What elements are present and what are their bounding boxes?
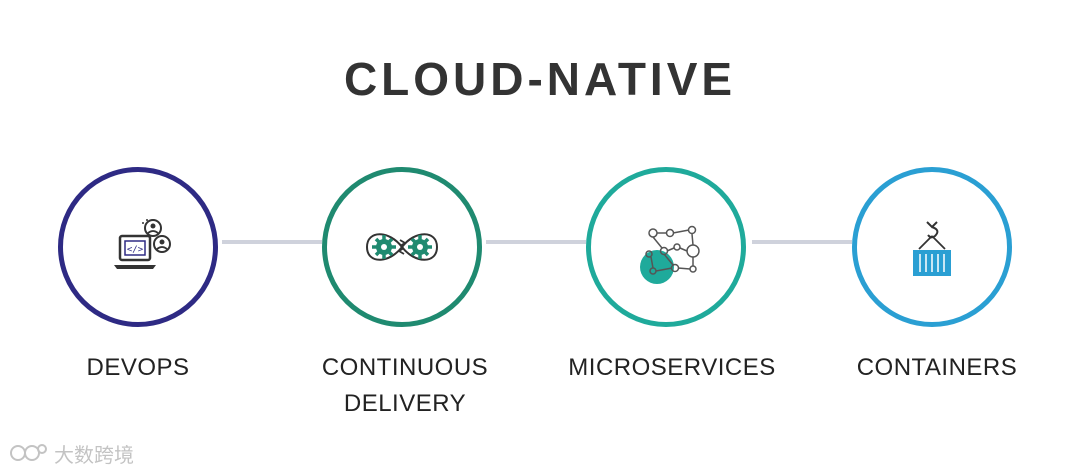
watermark-text: 大数跨境 xyxy=(54,442,134,467)
devops-label: DEVOPS xyxy=(86,354,190,381)
microservices-node xyxy=(586,167,746,327)
shipping-container-icon xyxy=(913,221,951,276)
microservices-label: MICROSERVICES xyxy=(568,354,776,381)
watermark: 大数跨境 xyxy=(8,438,134,468)
containers-label: CONTAINERS xyxy=(856,354,1018,381)
devops-node: </> xyxy=(58,167,218,327)
continuous-delivery-label: CONTINUOUS DELIVERY xyxy=(321,354,489,417)
watermark-logo xyxy=(10,444,47,461)
containers-node xyxy=(852,167,1012,327)
svg-text:</>: </> xyxy=(127,245,144,255)
connector-2-3 xyxy=(486,240,586,244)
gears-loop-icon xyxy=(365,233,439,261)
diagram-title: CLOUD-NATIVE xyxy=(343,53,737,105)
network-nodes-icon xyxy=(640,225,700,284)
continuous-delivery-node xyxy=(322,167,482,327)
connector-3-4 xyxy=(752,240,852,244)
laptop-code-user-icon: </> xyxy=(114,219,171,269)
connector-1-2 xyxy=(222,240,322,244)
